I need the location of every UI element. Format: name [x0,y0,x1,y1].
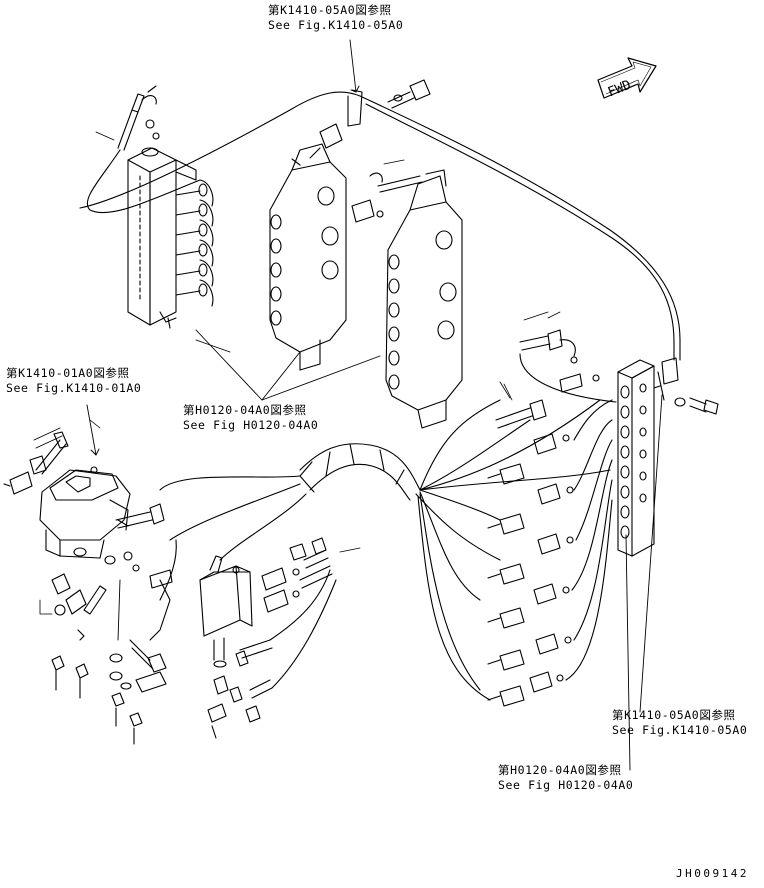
valve-spool-ports [270,214,282,326]
ref-left-en: See Fig.K1410-01A0 [6,381,142,395]
right-manifold-block [617,359,655,557]
right-fitting-column [487,311,617,707]
right-hose-ends [487,463,525,707]
top-left-hose [86,85,201,214]
control-valve-center [269,123,347,371]
ref-label-bottom-right-b: 第H0120-04A0図参照 See Fig H0120-04A0 [498,763,633,793]
manifold-port-fittings [175,179,214,307]
ref-bottom-right-b-jp: 第H0120-04A0図参照 [498,763,622,777]
ref-label-top: 第K1410-05A0図参照 See Fig.K1410-05A0 [268,3,403,33]
center-solenoid-block [199,555,253,739]
control-valve-right [385,169,463,429]
ref-middle-en: See Fig H0120-04A0 [183,418,319,432]
main-hose-bundle [159,399,611,701]
ref-top-en: See Fig.K1410-05A0 [268,18,404,32]
ref-bottom-right-b-en: See Fig H0120-04A0 [498,778,634,792]
leader-lines [86,39,663,771]
top-bolt [347,79,431,127]
fwd-arrow-icon: FWD [597,57,657,101]
fwd-text: FWD [606,78,634,101]
ref-middle-jp: 第H0120-04A0図参照 [183,403,307,417]
left-manifold-block [127,147,231,353]
ref-bottom-right-a-en: See Fig.K1410-05A0 [612,723,748,737]
lower-left-fittings [39,539,177,745]
ref-label-bottom-right-a: 第K1410-05A0図参照 See Fig.K1410-05A0 [612,708,747,738]
ref-left-jp: 第K1410-01A0図参照 [6,366,130,380]
left-small-fittings [3,427,173,589]
right-bolt [674,397,719,415]
ref-label-middle: 第H0120-04A0図参照 See Fig H0120-04A0 [183,403,318,433]
valve-right-ports [388,254,400,390]
right-manifold-ports [620,383,647,539]
leader-ticks [89,311,561,553]
left-pilot-valve [39,466,131,565]
between-valve-fittings [351,159,423,223]
ref-label-left: 第K1410-01A0図参照 See Fig.K1410-01A0 [6,366,141,396]
ref-bottom-right-a-jp: 第K1410-05A0図参照 [612,708,736,722]
ref-top-jp: 第K1410-05A0図参照 [268,3,392,17]
center-hose-fittings [229,537,337,723]
long-top-hose [79,91,681,401]
right-fitting-nipples [529,433,574,693]
drawing-id: JH009142 [676,867,749,880]
